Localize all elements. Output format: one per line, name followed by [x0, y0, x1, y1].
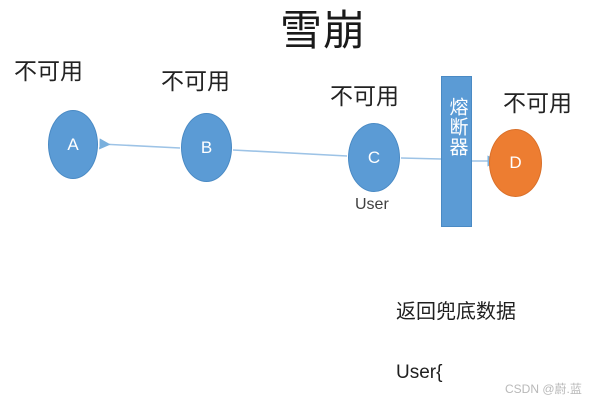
- fallback-note: 返回兜底数据 User{ id:0 name:无此用户 }: [396, 263, 538, 407]
- connector-c-to-b: [232, 149, 348, 157]
- connector-c-to-breaker: [400, 157, 442, 160]
- label-unavailable-b: 不可用: [161, 68, 230, 94]
- node-d-label: D: [509, 153, 522, 172]
- watermark: CSDN @蔚.蓝: [505, 382, 582, 396]
- node-b-label: B: [200, 137, 213, 157]
- node-a[interactable]: A: [48, 110, 98, 179]
- circuit-breaker-label: 熔断器: [446, 97, 468, 157]
- node-a-label: A: [67, 134, 79, 154]
- label-unavailable-a: 不可用: [14, 58, 83, 84]
- label-unavailable-d: 不可用: [503, 90, 572, 116]
- node-c-caption: User: [355, 196, 389, 213]
- fallback-note-line-0: User{: [396, 362, 443, 383]
- connector-b-to-a: [99, 138, 181, 150]
- fallback-note-heading: 返回兜底数据: [396, 301, 516, 323]
- circuit-breaker-bar[interactable]: 熔断器: [441, 76, 472, 227]
- node-d[interactable]: D: [489, 129, 542, 197]
- node-b[interactable]: B: [181, 113, 232, 182]
- node-c[interactable]: C: [348, 123, 400, 192]
- node-c-label: C: [367, 147, 381, 167]
- label-unavailable-c: 不可用: [330, 83, 399, 109]
- page-title: 雪崩: [280, 9, 367, 55]
